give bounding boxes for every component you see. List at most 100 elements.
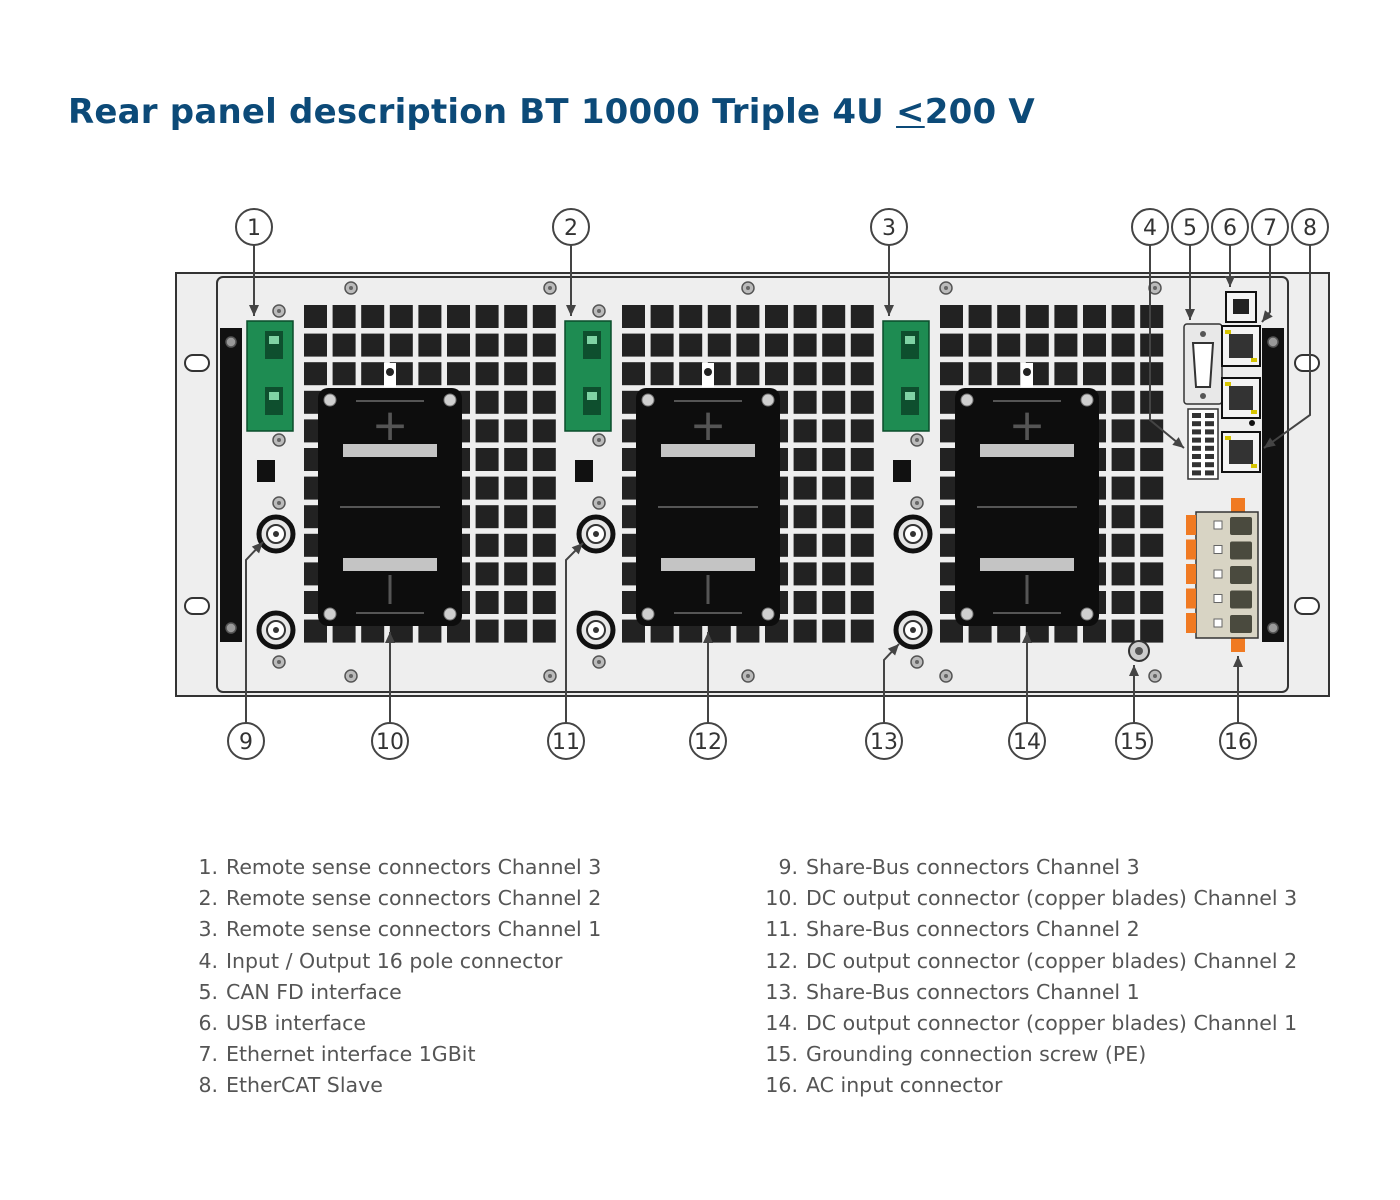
- callout-arrowhead: [566, 305, 576, 316]
- block-screw: [1080, 393, 1094, 407]
- vent-hole: [940, 333, 963, 357]
- plus-symbol: +: [690, 400, 727, 451]
- copper-blade-positive: [661, 444, 755, 457]
- legend-left: 1.Remote sense connectors Channel 3 2.Re…: [188, 852, 601, 1102]
- connector-pin: [273, 627, 279, 633]
- terminal-slot: [583, 331, 601, 359]
- notch-dot: [386, 368, 394, 376]
- legend-number: 8.: [198, 1073, 218, 1098]
- vent-hole: [304, 362, 327, 386]
- callout-arrowhead: [1172, 437, 1184, 448]
- vent-hole: [997, 362, 1021, 386]
- legend-text: USB interface: [226, 1010, 367, 1035]
- io-pin: [1192, 470, 1201, 476]
- vent-hole: [793, 390, 817, 414]
- vent-hole: [822, 419, 846, 443]
- ac-terminal: [1230, 566, 1252, 584]
- callout-number: 13: [870, 730, 898, 755]
- callout-number: 14: [1013, 730, 1041, 755]
- port-led: [1251, 410, 1257, 414]
- vent-hole: [1111, 333, 1135, 357]
- io-pin: [1192, 445, 1201, 451]
- callout-circle: [547, 722, 585, 760]
- callout-number: 2: [564, 216, 578, 241]
- vent-hole: [532, 505, 556, 529]
- vent-hole: [332, 333, 356, 357]
- io-pin: [1192, 454, 1201, 459]
- ac-lever: [1186, 564, 1196, 584]
- vent-hole: [1111, 505, 1135, 529]
- legend-item: 10.DC output connector (copper blades) C…: [760, 883, 1297, 914]
- screw-center: [597, 660, 601, 664]
- connector-pin: [593, 627, 599, 633]
- legend-text: Input / Output 16 pole connector: [226, 948, 563, 973]
- callout-number: 11: [552, 730, 580, 755]
- copper-blade-positive: [980, 444, 1074, 457]
- notch-dot: [1023, 368, 1031, 376]
- vent-hole: [968, 333, 992, 357]
- vent-hole: [1140, 619, 1164, 643]
- terminal-slot: [901, 387, 919, 415]
- terminal-slot: [901, 331, 919, 359]
- callout-circle: [1211, 208, 1249, 246]
- io-pin: [1205, 445, 1214, 451]
- vent-hole: [1140, 362, 1164, 386]
- vent-hole: [475, 419, 499, 443]
- legend-number: 7.: [198, 1042, 218, 1067]
- ac-lever: [1186, 515, 1196, 535]
- vent-hole: [532, 533, 556, 557]
- io-pin: [1205, 470, 1214, 476]
- vent-hole: [504, 362, 528, 386]
- plus-symbol: +: [1009, 400, 1046, 451]
- connector-pin: [273, 531, 279, 537]
- legend-number: 3.: [198, 917, 218, 942]
- block-screw: [641, 607, 655, 621]
- vent-hole: [622, 619, 645, 643]
- vent-hole: [736, 362, 760, 386]
- vent-hole: [532, 305, 556, 328]
- legend-text: Remote sense connectors Channel 2: [226, 886, 602, 911]
- vent-hole: [822, 562, 846, 586]
- ac-release: [1213, 594, 1223, 603]
- vent-hole: [1054, 333, 1078, 357]
- io-pin: [1192, 429, 1201, 435]
- vent-hole: [504, 619, 528, 643]
- legend-item: 15.Grounding connection screw (PE): [760, 1039, 1297, 1070]
- vent-hole: [822, 505, 846, 529]
- vent-hole: [475, 362, 499, 386]
- io-pin: [1205, 454, 1214, 459]
- legend-right: 9.Share-Bus connectors Channel 3 10.DC o…: [760, 852, 1297, 1102]
- screw-center: [746, 286, 750, 290]
- io-pin: [1192, 413, 1201, 418]
- terminal-pin: [905, 392, 915, 400]
- rj45-socket: [1229, 334, 1253, 358]
- vent-hole: [622, 362, 645, 386]
- vent-hole: [793, 562, 817, 586]
- vent-hole: [504, 505, 528, 529]
- legend-item: 11.Share-Bus connectors Channel 2: [760, 914, 1297, 945]
- callout-number: 15: [1120, 730, 1148, 755]
- ac-lever: [1186, 539, 1196, 560]
- vent-hole: [475, 305, 499, 328]
- mounting-slot: [1294, 354, 1320, 372]
- terminal-slot: [265, 387, 283, 415]
- callout-arrowhead: [1264, 437, 1276, 448]
- vent-hole: [361, 333, 385, 357]
- vent-hole: [1140, 505, 1164, 529]
- vent-hole: [1140, 476, 1164, 500]
- block-screw: [1080, 607, 1094, 621]
- sense-switch: [893, 460, 911, 482]
- callout-circle: [1131, 208, 1169, 246]
- legend-item: 8.EtherCAT Slave: [188, 1070, 601, 1101]
- legend-text: Share-Bus connectors Channel 1: [806, 979, 1140, 1004]
- callout-number: 12: [694, 730, 722, 755]
- ac-terminal: [1230, 517, 1252, 535]
- io-pin: [1192, 421, 1201, 427]
- callout-number: 5: [1183, 216, 1197, 241]
- legend-item: 13.Share-Bus connectors Channel 1: [760, 977, 1297, 1008]
- vent-hole: [1140, 419, 1164, 443]
- copper-blade-positive: [343, 444, 437, 457]
- screw-center: [277, 660, 281, 664]
- vent-hole: [822, 533, 846, 557]
- vent-hole: [504, 333, 528, 357]
